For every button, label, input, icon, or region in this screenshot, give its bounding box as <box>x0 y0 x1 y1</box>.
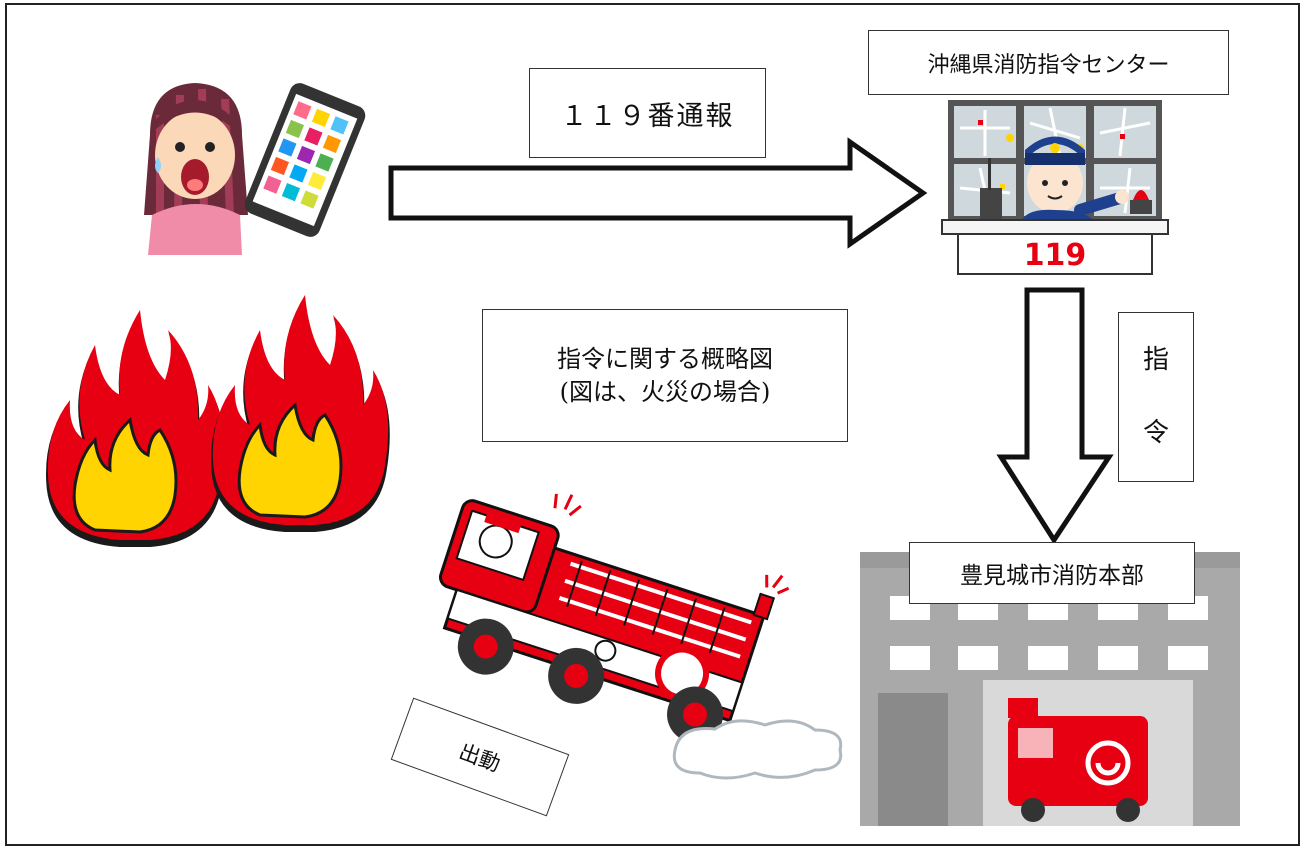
order-char-2: 令 <box>1142 418 1169 448</box>
command-center-text: 沖縄県消防指令センター <box>927 52 1170 78</box>
fire-hq-text: 豊見城市消防本部 <box>960 563 1144 589</box>
arrow-down-icon <box>996 287 1114 545</box>
dispatcher-desk-icon: 119 <box>941 100 1169 275</box>
order-label: 指 令 <box>1118 312 1194 482</box>
fire-icon <box>46 295 390 547</box>
arrow-right-icon <box>388 137 928 249</box>
overview-note: (図は、火災の場合) <box>559 377 771 406</box>
command-center-label: 沖縄県消防指令センター <box>868 30 1229 95</box>
report-text: １１９番通報 <box>560 100 735 132</box>
desk-sign-119: 119 <box>1024 238 1087 273</box>
overview-label: 指令に関する概略図 (図は、火災の場合) <box>482 309 848 442</box>
report-label: １１９番通報 <box>529 68 766 158</box>
overview-title: 指令に関する概略図 <box>557 345 773 374</box>
fire-hq-label: 豊見城市消防本部 <box>909 542 1195 604</box>
fire-engine-icon <box>438 493 843 780</box>
order-char-1: 指 <box>1142 345 1169 376</box>
dispatch-text: 出動 <box>455 739 504 777</box>
caller-with-phone-icon <box>144 83 366 255</box>
